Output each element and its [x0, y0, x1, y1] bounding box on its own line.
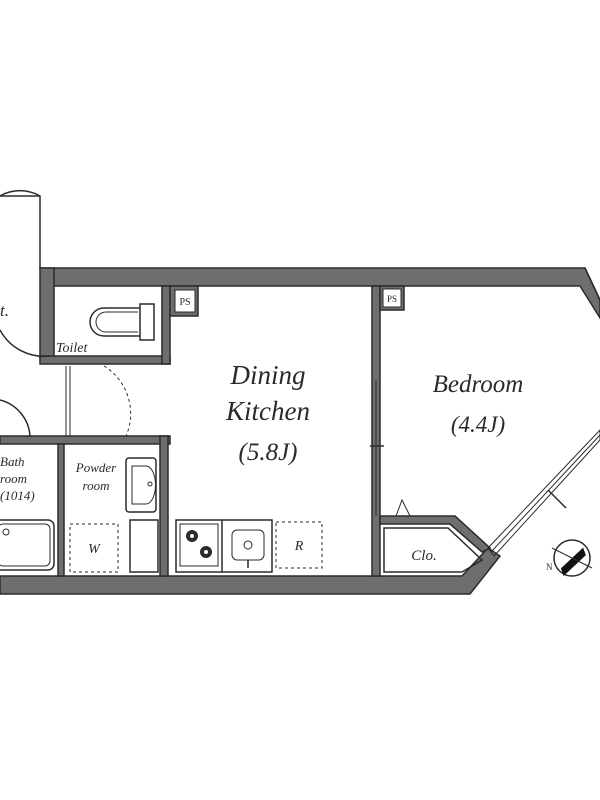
toilet-door-arc	[103, 365, 132, 437]
closet-label: Clo.	[411, 548, 436, 564]
toilet-wall	[39, 355, 171, 365]
ps-right-box	[382, 288, 402, 308]
kitchen-sink	[231, 529, 265, 568]
powder-label-line2: room	[83, 478, 110, 493]
storage-unit	[129, 519, 159, 573]
dk-label-line1: Dining	[229, 360, 305, 390]
powder-sink	[125, 457, 157, 513]
bath-door-arc	[0, 399, 31, 437]
kitchen-counter	[175, 519, 273, 573]
refrigerator-label: R	[294, 539, 304, 554]
toilet-fixture	[89, 303, 155, 341]
washer-space	[69, 523, 119, 573]
entry-door-arc	[0, 189, 41, 268]
bathtub	[0, 519, 55, 571]
closet-top-wall	[379, 515, 492, 553]
powder-label-line1: Powder	[75, 460, 117, 475]
powder-right-wall	[159, 435, 169, 577]
top-wall	[38, 267, 600, 320]
stove-icon	[179, 523, 219, 567]
refrigerator-space	[275, 521, 323, 569]
bottom-wall	[0, 547, 502, 595]
bath-powder-divider	[57, 443, 65, 577]
closet-outline	[383, 527, 484, 573]
closet-partial-label: t.	[0, 301, 9, 320]
bath-label-line2: room	[0, 471, 27, 486]
bath-label-line1: Bath	[0, 454, 25, 469]
bedroom-label: Bedroom	[433, 371, 524, 398]
closet-door-arc	[0, 329, 51, 358]
toilet-right-wall	[161, 285, 171, 365]
compass-north-label: N	[546, 562, 553, 572]
bedroom-window	[487, 429, 600, 557]
ps-right-label: PS	[387, 294, 397, 304]
dk-label-line2: Kitchen	[225, 396, 310, 426]
left-wall	[39, 267, 55, 359]
washer-label: W	[88, 542, 101, 557]
ps-left-label: PS	[179, 297, 190, 308]
dk-label-size: (5.8J)	[239, 439, 298, 466]
bath-top-wall	[0, 435, 171, 445]
closet-door-marker	[395, 498, 411, 517]
bath-label-size: (1014)	[0, 488, 35, 503]
compass-icon	[551, 539, 593, 577]
toilet-label: Toilet	[56, 341, 88, 356]
ps-left-box	[174, 289, 196, 313]
bedroom-label-size: (4.4J)	[451, 412, 505, 437]
